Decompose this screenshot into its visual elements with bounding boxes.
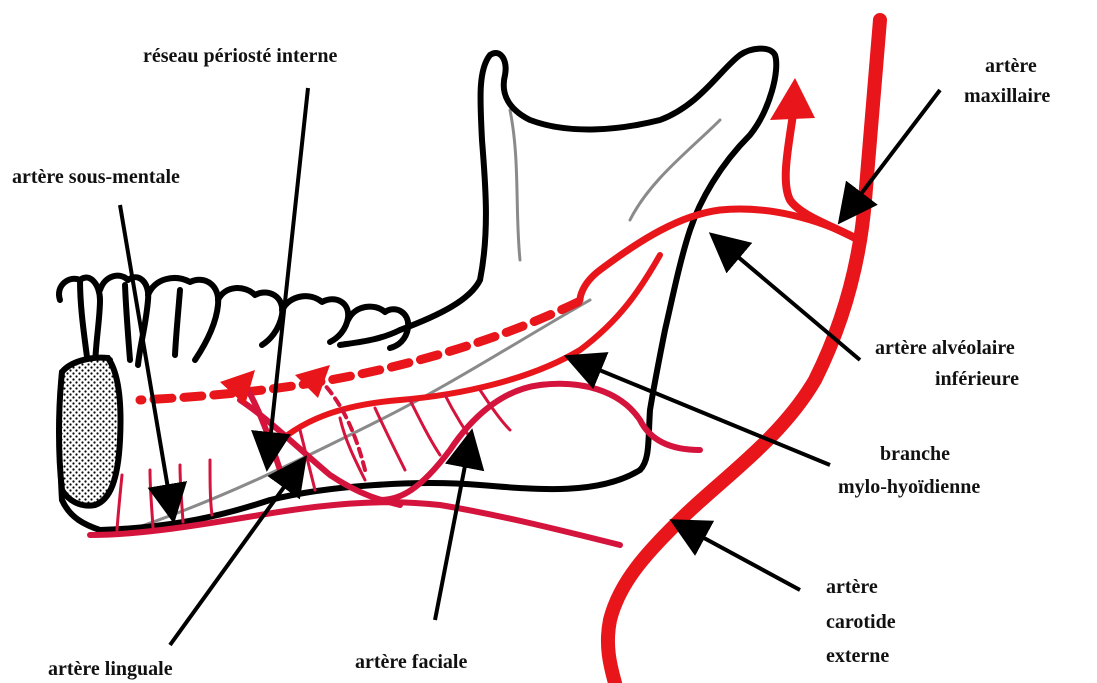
label-artere-carotide-line3: externe <box>826 645 889 667</box>
inferior-alveolar-dotted <box>140 302 578 400</box>
symphysis-section <box>59 358 121 506</box>
teeth <box>59 276 408 370</box>
label-artere-carotide-line1: artère <box>826 576 878 598</box>
label-artere-maxillaire-line1: artère <box>985 55 1037 77</box>
label-artere-alveolaire-line2: inférieure <box>935 368 1019 390</box>
labels: réseau périosté interne artère sous-ment… <box>12 45 1050 680</box>
label-artere-linguale: artère linguale <box>48 658 173 680</box>
label-artere-maxillaire-line2: maxillaire <box>964 85 1050 107</box>
label-branche-line2: mylo-hyoïdienne <box>838 476 980 498</box>
inferior-alveolar-artery <box>580 209 855 300</box>
label-artere-faciale: artère faciale <box>355 651 467 673</box>
mandible-outline <box>61 49 777 530</box>
label-branche-line1: branche <box>880 443 950 465</box>
label-artere-carotide-line2: carotide <box>826 611 896 633</box>
mylohyoid-branch <box>270 255 660 450</box>
label-artere-alveolaire-line1: artère alvéolaire <box>875 337 1015 359</box>
label-artere-sous-mentale: artère sous-mentale <box>12 166 180 188</box>
label-reseau-perioste-interne: réseau périosté interne <box>143 45 338 67</box>
